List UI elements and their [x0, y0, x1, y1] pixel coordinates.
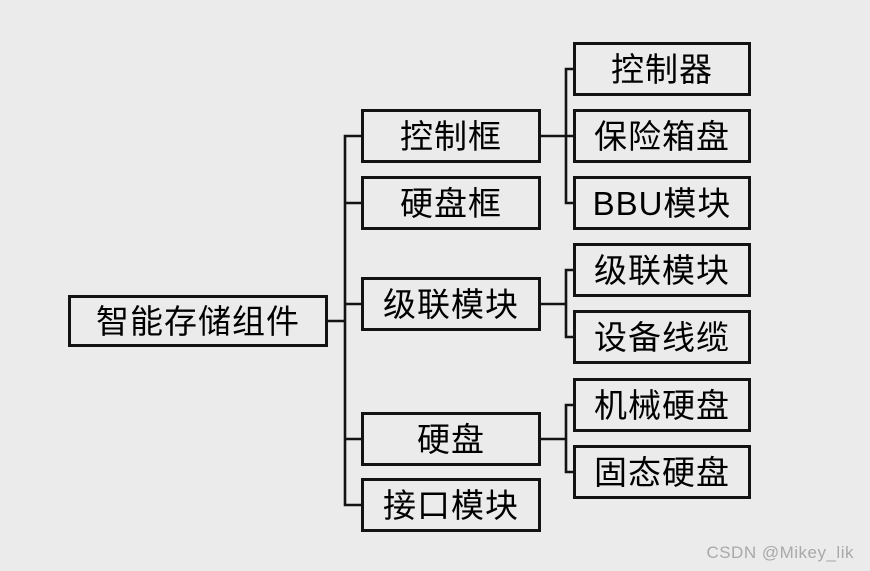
node-safe-box-disk: 保险箱盘: [573, 109, 751, 163]
node-control-frame: 控制框: [361, 109, 541, 163]
node-bbu-module: BBU模块: [573, 176, 751, 230]
node-root-intelligent-storage-components: 智能存储组件: [68, 295, 328, 347]
node-cascade-module: 级联模块: [361, 277, 541, 331]
node-cascade-module-child: 级联模块: [573, 243, 751, 297]
node-device-cable: 设备线缆: [573, 310, 751, 364]
node-solid-state-disk: 固态硬盘: [573, 445, 751, 499]
node-interface-module: 接口模块: [361, 478, 541, 532]
node-mechanical-hard-disk: 机械硬盘: [573, 378, 751, 432]
node-disk-frame: 硬盘框: [361, 176, 541, 230]
watermark: CSDN @Mikey_lik: [706, 543, 854, 562]
node-controller: 控制器: [573, 42, 751, 96]
node-hard-disk: 硬盘: [361, 412, 541, 466]
